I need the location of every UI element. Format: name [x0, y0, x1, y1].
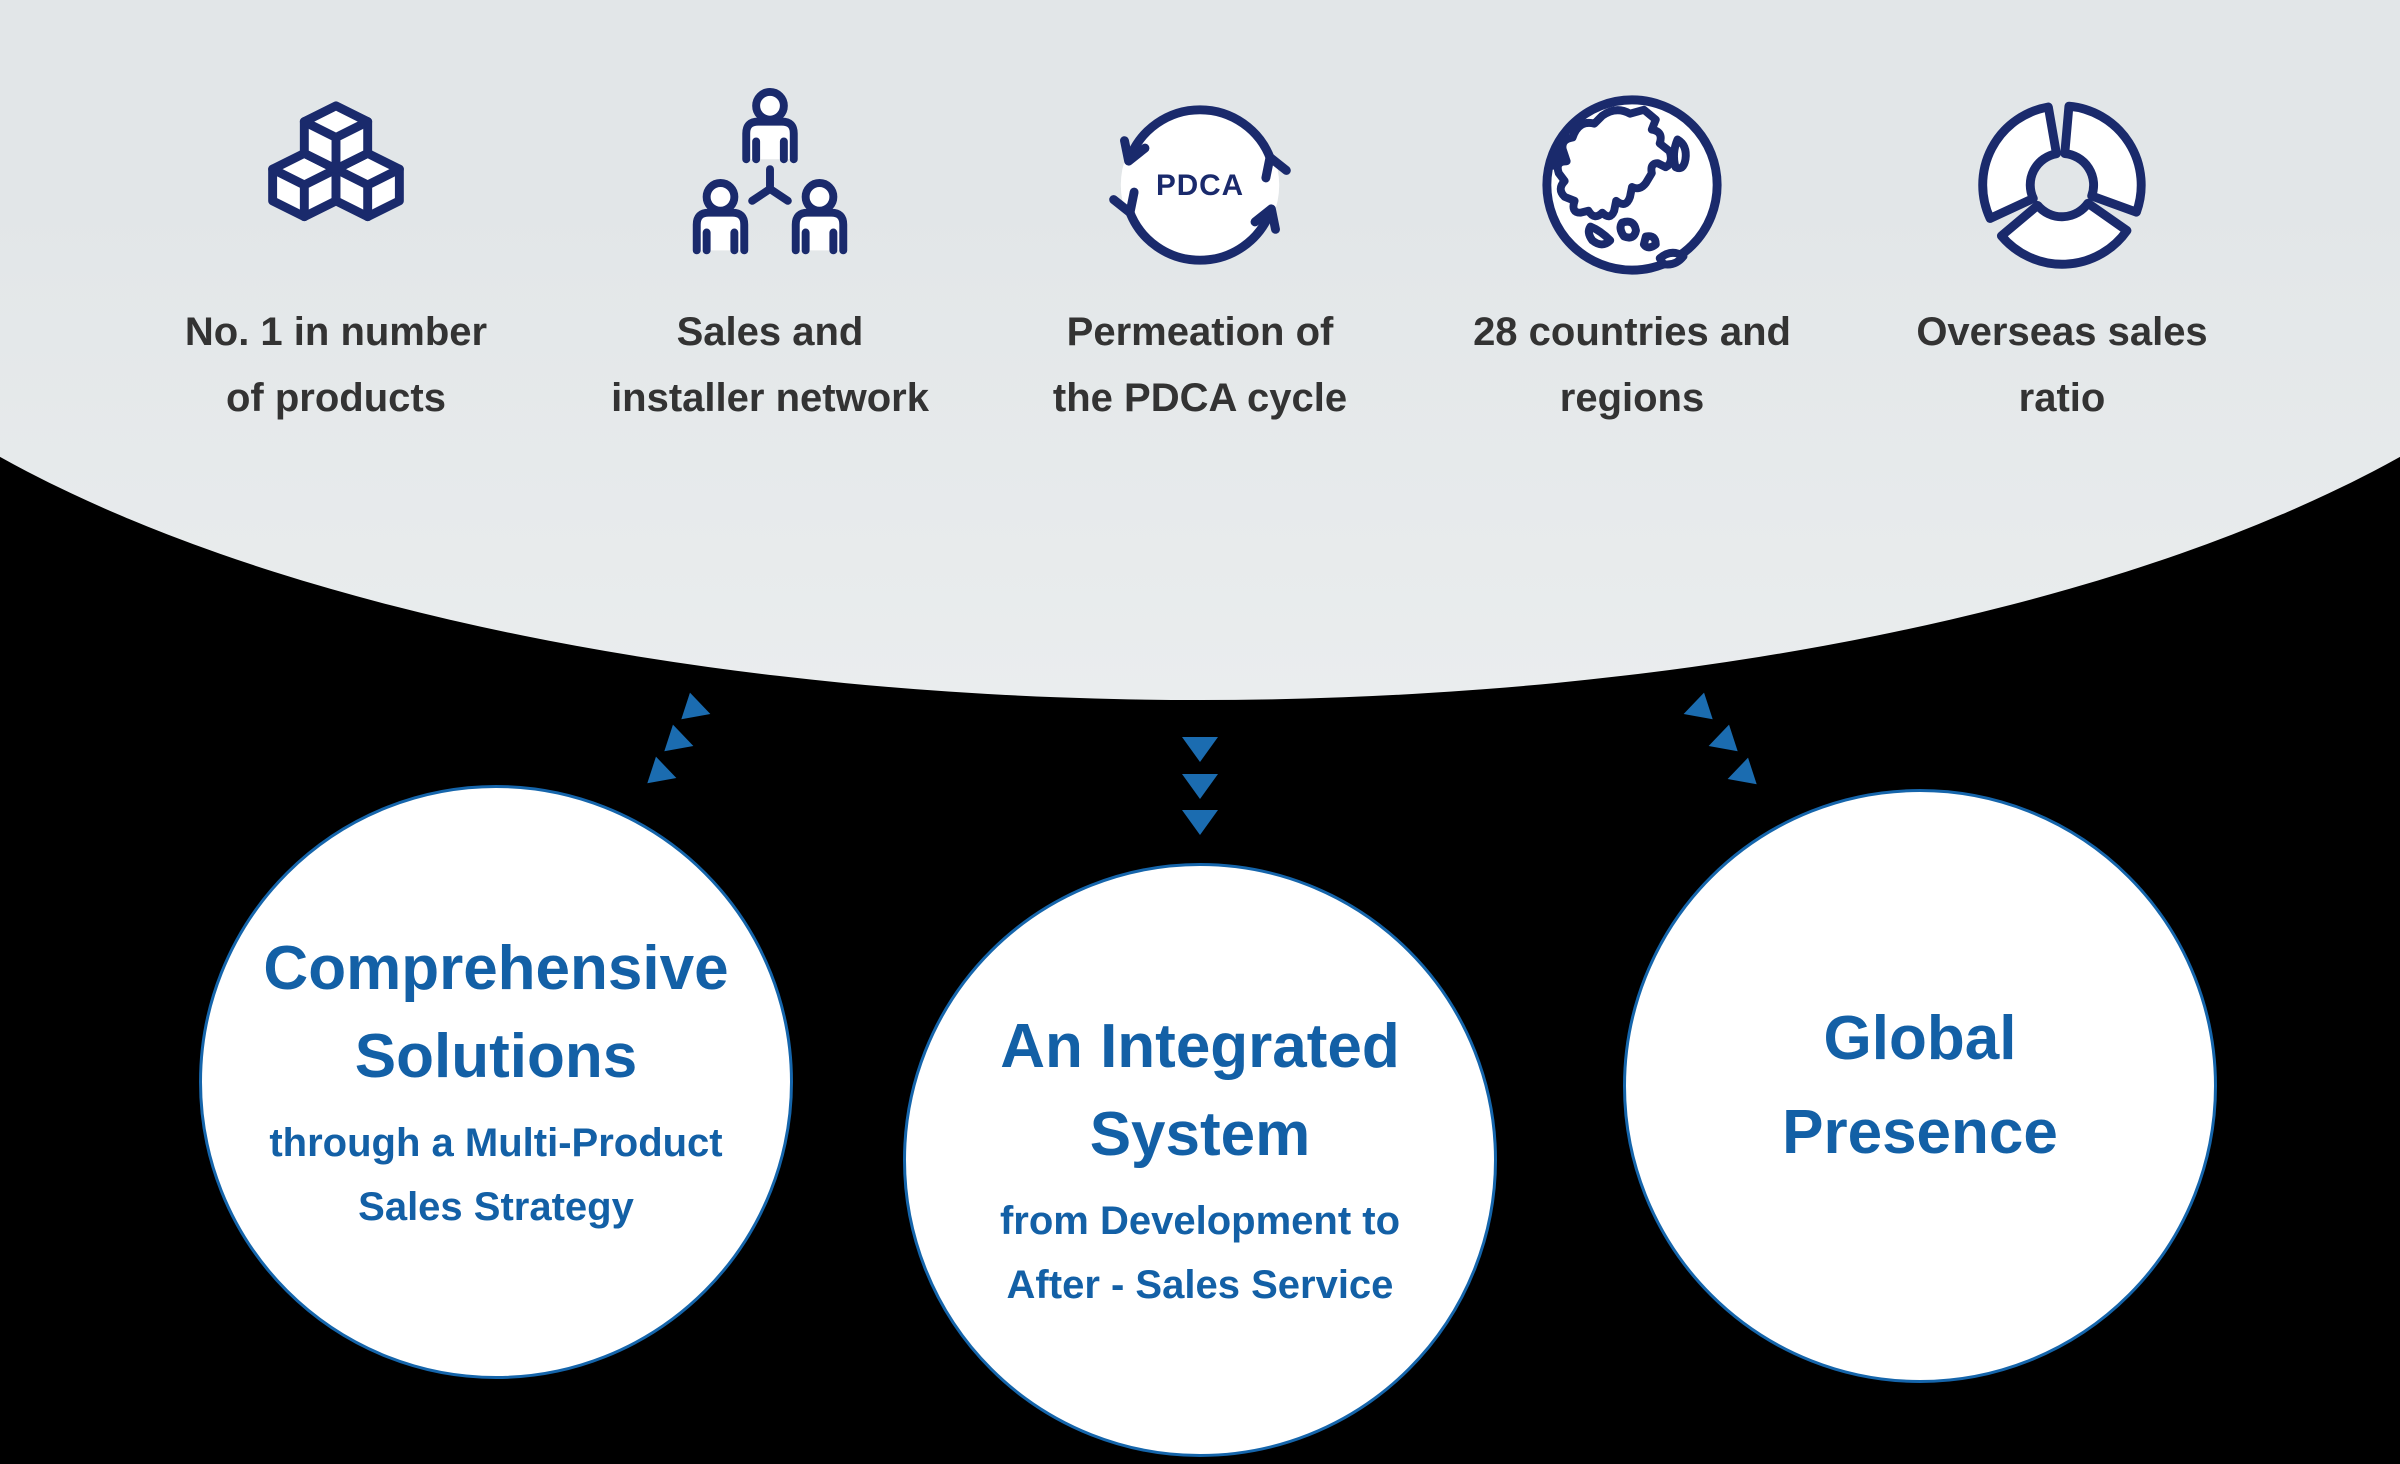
pdca-cycle-icon: PDCA: [1109, 105, 1291, 265]
chevron-arrow-icon: [1182, 810, 1218, 835]
globe-icon: [1542, 95, 1722, 275]
strength-label: No. 1 in number of products: [76, 299, 596, 431]
strength-item-products: No. 1 in number of products: [76, 85, 596, 431]
strength-label: Sales and installer network: [510, 299, 1030, 431]
strength-label-line: ratio: [2018, 376, 2106, 420]
strength-label-line: installer network: [611, 376, 929, 420]
chevron-arrow-icon: [1704, 724, 1738, 760]
circle-subtitle: from Development to After - Sales Servic…: [1000, 1189, 1400, 1317]
result-circle-comprehensive-solutions: Comprehensive Solutions through a Multi-…: [199, 785, 793, 1379]
circle-title-line: An Integrated: [1000, 1012, 1400, 1081]
circle-title-line: Global: [1823, 1004, 2017, 1073]
strength-label-line: 28 countries and: [1473, 310, 1791, 354]
circle-title-line: System: [1089, 1100, 1311, 1169]
circle-subtitle-line: Sales Strategy: [358, 1185, 634, 1229]
circle-subtitle-line: through a Multi-Product: [269, 1121, 723, 1165]
circle-subtitle: through a Multi-Product Sales Strategy: [269, 1111, 722, 1239]
strength-label: 28 countries and regions: [1372, 299, 1892, 431]
strength-item-countries: 28 countries and regions: [1372, 85, 1892, 431]
circle-title-line: Comprehensive: [263, 934, 729, 1003]
circle-title-line: Presence: [1782, 1098, 2058, 1167]
chevron-arrow-icon: [1723, 757, 1757, 793]
strength-label-line: regions: [1559, 376, 1705, 420]
strength-label: Permeation of the PDCA cycle: [940, 299, 1460, 431]
cubes-icon: [268, 101, 404, 222]
circle-title-line: Solutions: [354, 1022, 638, 1091]
strength-label-line: Sales and: [676, 310, 864, 354]
strength-label-line: the PDCA cycle: [1052, 376, 1348, 420]
pdca-icon-text: PDCA: [1156, 169, 1244, 202]
strength-label-line: Permeation of: [1066, 310, 1334, 354]
chevron-arrow-icon: [1182, 737, 1218, 762]
result-circle-integrated-system: An Integrated System from Development to…: [903, 863, 1497, 1457]
circle-title: Comprehensive Solutions: [263, 925, 728, 1101]
strength-label: Overseas sales ratio: [1802, 299, 2322, 431]
strength-item-pdca: PDCA Permeation of the PDCA cycle: [940, 85, 1460, 431]
circle-title: An Integrated System: [1000, 1003, 1400, 1179]
chevron-arrow-icon: [681, 692, 715, 728]
donut-chart-icon: [1978, 101, 2146, 269]
circle-subtitle-line: from Development to: [999, 1199, 1401, 1243]
circle-title: Global Presence: [1782, 992, 2058, 1180]
strength-label-line: Overseas sales: [1916, 310, 2208, 354]
strength-item-overseas: Overseas sales ratio: [1802, 85, 2322, 431]
strength-label-line: No. 1 in number: [184, 310, 488, 354]
chevron-arrow-icon: [647, 756, 681, 792]
strength-item-network: Sales and installer network: [510, 85, 1030, 431]
strength-label-line: of products: [226, 376, 446, 420]
chevron-arrow-icon: [1679, 692, 1713, 728]
chevron-arrow-icon: [664, 724, 698, 760]
result-circle-global-presence: Global Presence: [1623, 789, 2217, 1383]
people-network-icon: [692, 87, 848, 255]
chevron-arrow-icon: [1182, 774, 1218, 799]
circle-subtitle-line: After - Sales Service: [1006, 1263, 1394, 1307]
